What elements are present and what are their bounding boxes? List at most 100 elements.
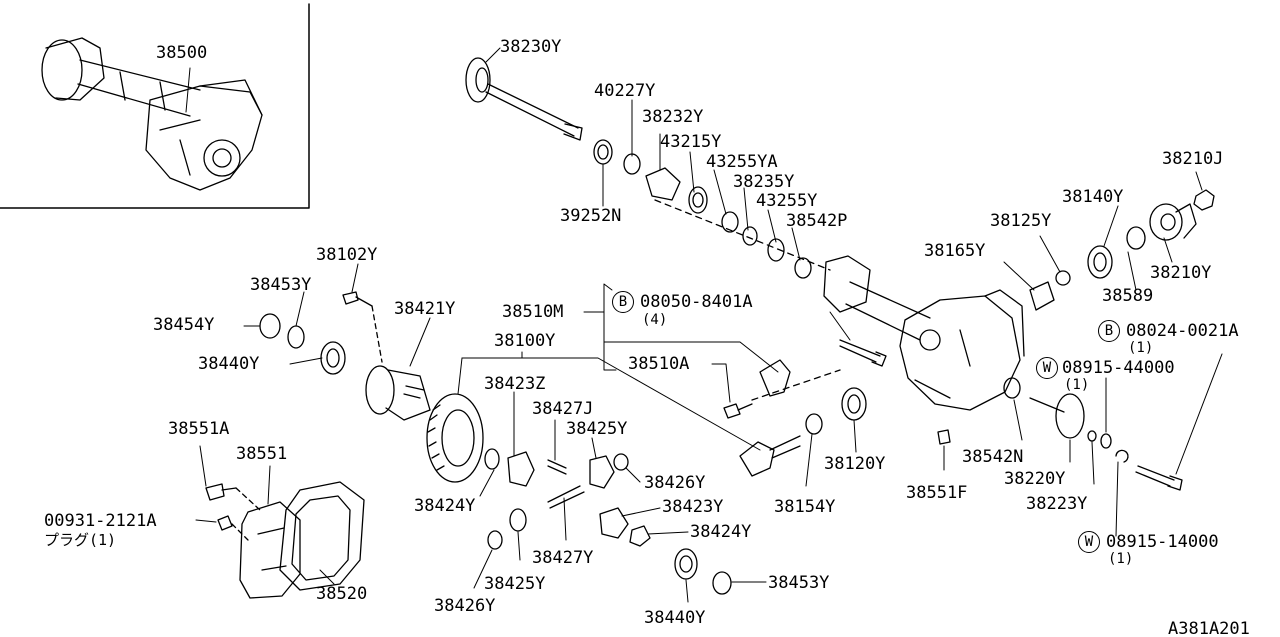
label-38542N: 38542N [962,447,1024,467]
label-38454Y: 38454Y [153,315,215,335]
callout-symbol-08915-14000: W [1078,531,1100,553]
label-38100Y: 38100Y [494,331,556,351]
label-38235Y: 38235Y [733,172,795,192]
shim-38453Y-b [712,571,732,595]
label-38551F: 38551F [906,483,968,503]
nut-38210J [1193,189,1215,211]
label-38589: 38589 [1102,286,1154,306]
flange-38220Y [1029,393,1085,439]
bearing-43215Y [688,186,708,214]
label-43255YA: 43255YA [706,152,778,172]
label-08024-0021A: 08024-0021A [1126,321,1239,341]
label-plug: プラグ(1) [44,531,117,549]
washer-38223Y [1087,430,1097,442]
label-38425Y-b: 38425Y [484,574,546,594]
washer-40227Y [623,153,641,175]
spacer-38154Y [805,413,823,435]
ring-38542P [794,257,812,279]
label-38423Y: 38423Y [662,497,724,517]
drawing-code: A381A201 [1168,619,1250,637]
washer-38424Y-b [629,525,651,547]
bolt-38551A [205,483,237,501]
flange-38210Y [1149,203,1197,241]
bolt-38510A [723,403,753,419]
label-38453Y-b: 38453Y [768,573,830,593]
qty-08024-0021A: (1) [1128,340,1154,356]
retainer-38232Y [645,167,681,201]
seal-39252N [593,139,613,165]
label-38165Y: 38165Y [924,241,986,261]
washer-08915-44000 [1100,433,1112,449]
breather-38551F [937,429,951,445]
label-38425Y-a: 38425Y [566,419,628,439]
qty-08915-44000: (1) [1064,377,1090,393]
side-gear-38423Z [507,451,535,487]
bolt-08050-8401A [839,339,887,367]
label-08050-8401A: 08050-8401A [640,292,753,312]
label-38500: 38500 [156,43,208,63]
bearing-38440Y-a [320,341,346,375]
plug-00931-2121A [217,515,233,531]
pin-38427J [547,459,567,475]
bearing-38120Y [841,387,867,421]
bolt-08024-0021A [1135,465,1183,491]
label-38453Y-a: 38453Y [250,275,312,295]
axle-housing [823,255,1025,411]
label-38210J: 38210J [1162,149,1224,169]
label-38232Y: 38232Y [642,107,704,127]
label-38230Y: 38230Y [500,37,562,57]
label-38510A: 38510A [628,354,690,374]
label-38427J: 38427J [532,399,594,419]
label-38223Y: 38223Y [1026,494,1088,514]
washer-38125Y [1055,270,1071,286]
label-38220Y: 38220Y [1004,469,1066,489]
label-08915-44000: 08915-44000 [1062,358,1175,378]
label-38426Y-a: 38426Y [644,473,706,493]
callout-symbol-08024: B [1098,320,1120,342]
label-00931-2121A: 00931-2121A [44,511,157,531]
label-38424Y-a: 38424Y [414,496,476,516]
label-38210Y: 38210Y [1150,263,1212,283]
label-38520: 38520 [316,584,368,604]
label-38421Y: 38421Y [394,299,456,319]
seal-38454Y [259,313,281,339]
shaft-38427Y [547,485,585,509]
callout-symbol-08915-44000: W [1036,357,1058,379]
label-43215Y: 43215Y [660,132,722,152]
axle-assembly-inset [41,37,263,191]
ring-38235Y [742,226,758,246]
pinion-38425Y-b [509,508,527,532]
label-38551: 38551 [236,444,288,464]
leader-lines [185,47,1223,603]
label-38551A: 38551A [168,419,230,439]
spacer-38165Y [1029,281,1055,311]
axle-shaft [465,57,583,141]
label-38125Y: 38125Y [990,211,1052,231]
label-08915-14000: 08915-14000 [1106,532,1219,552]
ring-43255YA [721,211,739,233]
washer-38542N [1003,377,1021,399]
drive-pinion [739,435,801,477]
bearing-38440Y-b [674,548,698,580]
label-38102Y: 38102Y [316,245,378,265]
label-38140Y: 38140Y [1062,187,1124,207]
label-38510M: 38510M [502,302,564,322]
bearing-38140Y [1087,245,1113,279]
qty-08915-14000: (1) [1108,551,1134,567]
label-38440Y-b: 38440Y [644,608,706,628]
label-38120Y: 38120Y [824,454,886,474]
washer-38426Y-a [613,453,629,471]
washer-38424Y-a [484,448,500,470]
gasket-38551 [239,501,301,599]
qty-08050-8401A: (4) [642,312,668,328]
pinion-38423Y [599,507,629,539]
ring-gear-38100Y [426,393,484,483]
label-39252N: 39252N [560,206,622,226]
pinion-38425Y-a [589,455,615,489]
washer-38426Y-b [487,530,503,550]
inset-frame [0,3,310,209]
diff-case-38421Y [365,365,431,421]
label-43255Y: 43255Y [756,191,818,211]
